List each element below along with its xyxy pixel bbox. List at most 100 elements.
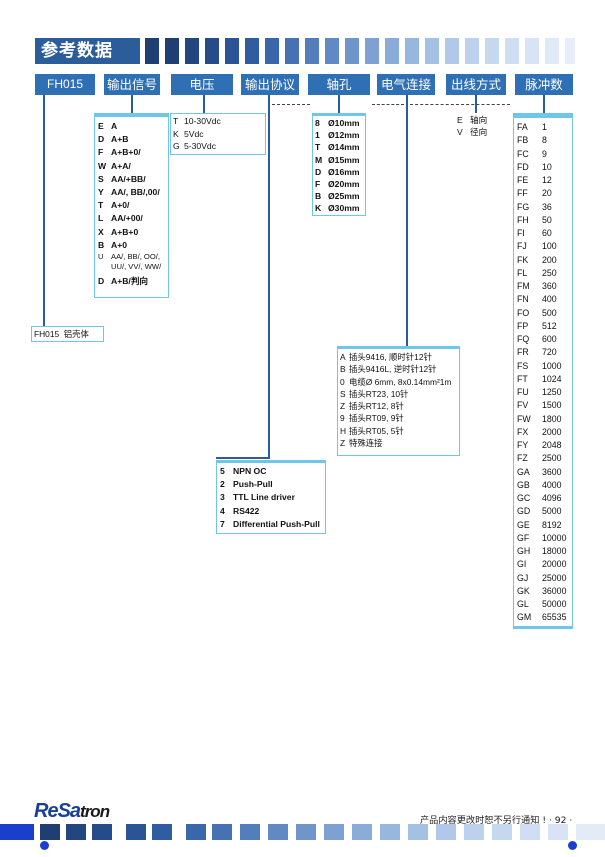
header-block <box>485 38 499 64</box>
footer-block <box>464 824 484 840</box>
tab-pulse-count: 脉冲数 <box>515 74 573 95</box>
dashed-guide <box>272 104 310 105</box>
header-block <box>165 38 179 64</box>
page-title: 参考数据 <box>35 38 140 64</box>
footer-dot <box>40 841 49 850</box>
header-block <box>345 38 359 64</box>
connector-connection <box>406 95 408 347</box>
footer-block <box>268 824 288 840</box>
dashed-guide <box>372 104 404 105</box>
housing-label: 铝壳体 <box>63 329 89 339</box>
header-block <box>145 38 159 64</box>
footer-block <box>240 824 260 840</box>
footer-block <box>0 824 34 840</box>
tab-output-signal: 输出信号 <box>104 74 160 95</box>
footer-block <box>296 824 316 840</box>
header-block <box>385 38 399 64</box>
header-block <box>425 38 439 64</box>
footer-block <box>576 824 605 840</box>
header-block <box>565 38 575 64</box>
footer-block <box>380 824 400 840</box>
header-block <box>185 38 199 64</box>
footer-block <box>186 824 206 840</box>
footer-block <box>66 824 86 840</box>
header-block <box>525 38 539 64</box>
footer-block <box>352 824 372 840</box>
tab-connection: 电气连接 <box>377 74 435 95</box>
header-block <box>405 38 419 64</box>
header-block <box>545 38 559 64</box>
tab-model: FH015 <box>35 74 95 95</box>
header-block <box>505 38 519 64</box>
header-block <box>285 38 299 64</box>
connector-protocol <box>268 95 270 458</box>
tab-outlet-direction: 出线方式 <box>446 74 506 95</box>
connector-voltage <box>203 95 205 114</box>
header-block <box>465 38 479 64</box>
footer-block <box>436 824 456 840</box>
tab-voltage: 电压 <box>171 74 233 95</box>
connector-signal <box>131 95 133 114</box>
tab-output-protocol: 输出协议 <box>241 74 299 95</box>
tab-shaft: 轴孔 <box>308 74 370 95</box>
header-block <box>325 38 339 64</box>
connector-shaft <box>338 95 340 114</box>
footer-dot <box>568 841 577 850</box>
header-block <box>305 38 319 64</box>
header-block <box>205 38 219 64</box>
connector-protocol-foot <box>216 457 270 459</box>
connector-model <box>43 95 45 327</box>
header-block <box>265 38 279 64</box>
